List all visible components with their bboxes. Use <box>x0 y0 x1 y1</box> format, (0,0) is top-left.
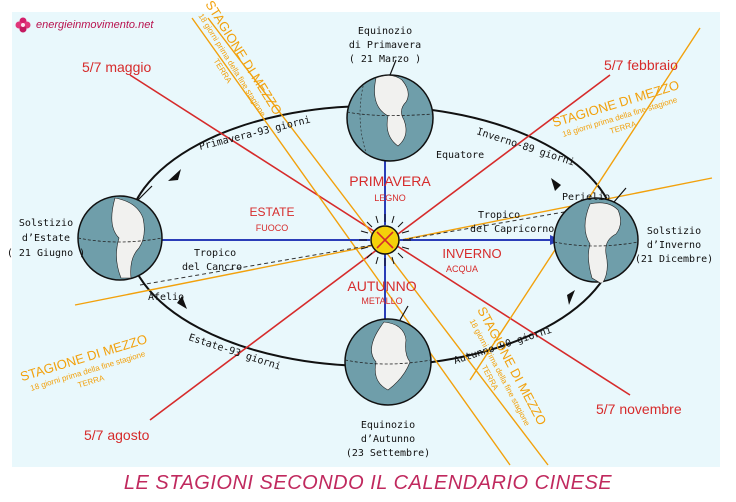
equator-plane-line <box>139 204 606 286</box>
page-title: LE STAGIONI SECONDO IL CALENDARIO CINESE <box>123 472 613 494</box>
summer-season-name: ESTATE <box>250 205 295 219</box>
winter-solstice-label: Solstizio <box>647 226 701 237</box>
cancer-label: del Cancro <box>182 262 242 273</box>
earth-icon-summer <box>77 185 163 281</box>
brand-name: energieinmovimento.net <box>36 19 154 31</box>
autumn-equinox-label: Equinozio <box>361 420 415 431</box>
date-label-feb: 5/7 febbraio <box>604 57 678 73</box>
date-label-nov: 5/7 novembre <box>596 401 682 417</box>
summer-days-label: Estate-93 giorni <box>187 332 282 372</box>
perihelion-label: Perielio <box>562 192 610 203</box>
orbit-arrow-icon <box>567 290 575 305</box>
middle-season-block-right: STAGIONE DI MEZZO 18 giorni prima della … <box>550 77 681 139</box>
spring-equinox-label: di Primavera <box>349 40 421 51</box>
spring-equinox-label: Equinozio <box>358 26 412 37</box>
winter-season-name: INVERNO <box>442 246 501 261</box>
middle-season-block-left: STAGIONE DI MEZZO 18 giorni prima della … <box>18 331 149 393</box>
capricorn-label: del Capricorno <box>470 224 554 235</box>
orbit-arrow-icon <box>177 296 187 309</box>
equator-label: Equatore <box>436 150 484 161</box>
spring-season-name: PRIMAVERA <box>349 173 431 189</box>
autumn-element: METALLO <box>361 296 402 306</box>
cancer-label: Tropico <box>194 248 236 259</box>
summer-solstice-date: ( 21 Giugno ) <box>7 248 85 259</box>
spring-element: LEGNO <box>374 193 406 203</box>
capricorn-label: Tropico <box>478 210 520 221</box>
winter-solstice-date: (21 Dicembre) <box>635 254 713 265</box>
date-label-aug: 5/7 agosto <box>84 427 150 443</box>
summer-solstice-label: Solstizio <box>19 218 73 229</box>
earth-icon-winter <box>553 187 639 283</box>
brand-logo: energieinmovimento.net <box>14 16 153 34</box>
date-label-may: 5/7 maggio <box>82 59 151 75</box>
middle-season-block-top: STAGIONE DI MEZZO 18 giorni prima della … <box>196 0 285 119</box>
earth-icon-spring <box>346 59 434 162</box>
winter-solstice-label: d’Inverno <box>647 240 701 251</box>
summer-solstice-label: d’Estate <box>22 233 70 244</box>
winter-element: ACQUA <box>446 264 478 274</box>
middle-season-line <box>191 17 511 466</box>
orbit-arrow-icon <box>551 178 561 191</box>
spring-equinox-date: ( 21 Marzo ) <box>349 54 421 65</box>
spring-days-label: Primavera-93 giorni <box>198 115 312 153</box>
winter-days-label: Inverno-89 giorni <box>475 126 576 168</box>
middle-season-block-bottom: STAGIONE DI MEZZO 18 giorni prima della … <box>468 304 550 428</box>
autumn-season-name: AUTUNNO <box>347 278 416 294</box>
flower-icon <box>15 17 31 33</box>
autumn-equinox-date: (23 Settembre) <box>346 448 430 459</box>
earth-icon-autumn <box>344 305 432 406</box>
aphelion-label: Afelio <box>148 292 184 303</box>
autumn-equinox-label: d’Autunno <box>361 434 415 445</box>
summer-element: FUOCO <box>256 223 289 233</box>
orbit-arrow-icon <box>168 169 181 181</box>
sun-icon <box>359 214 411 266</box>
